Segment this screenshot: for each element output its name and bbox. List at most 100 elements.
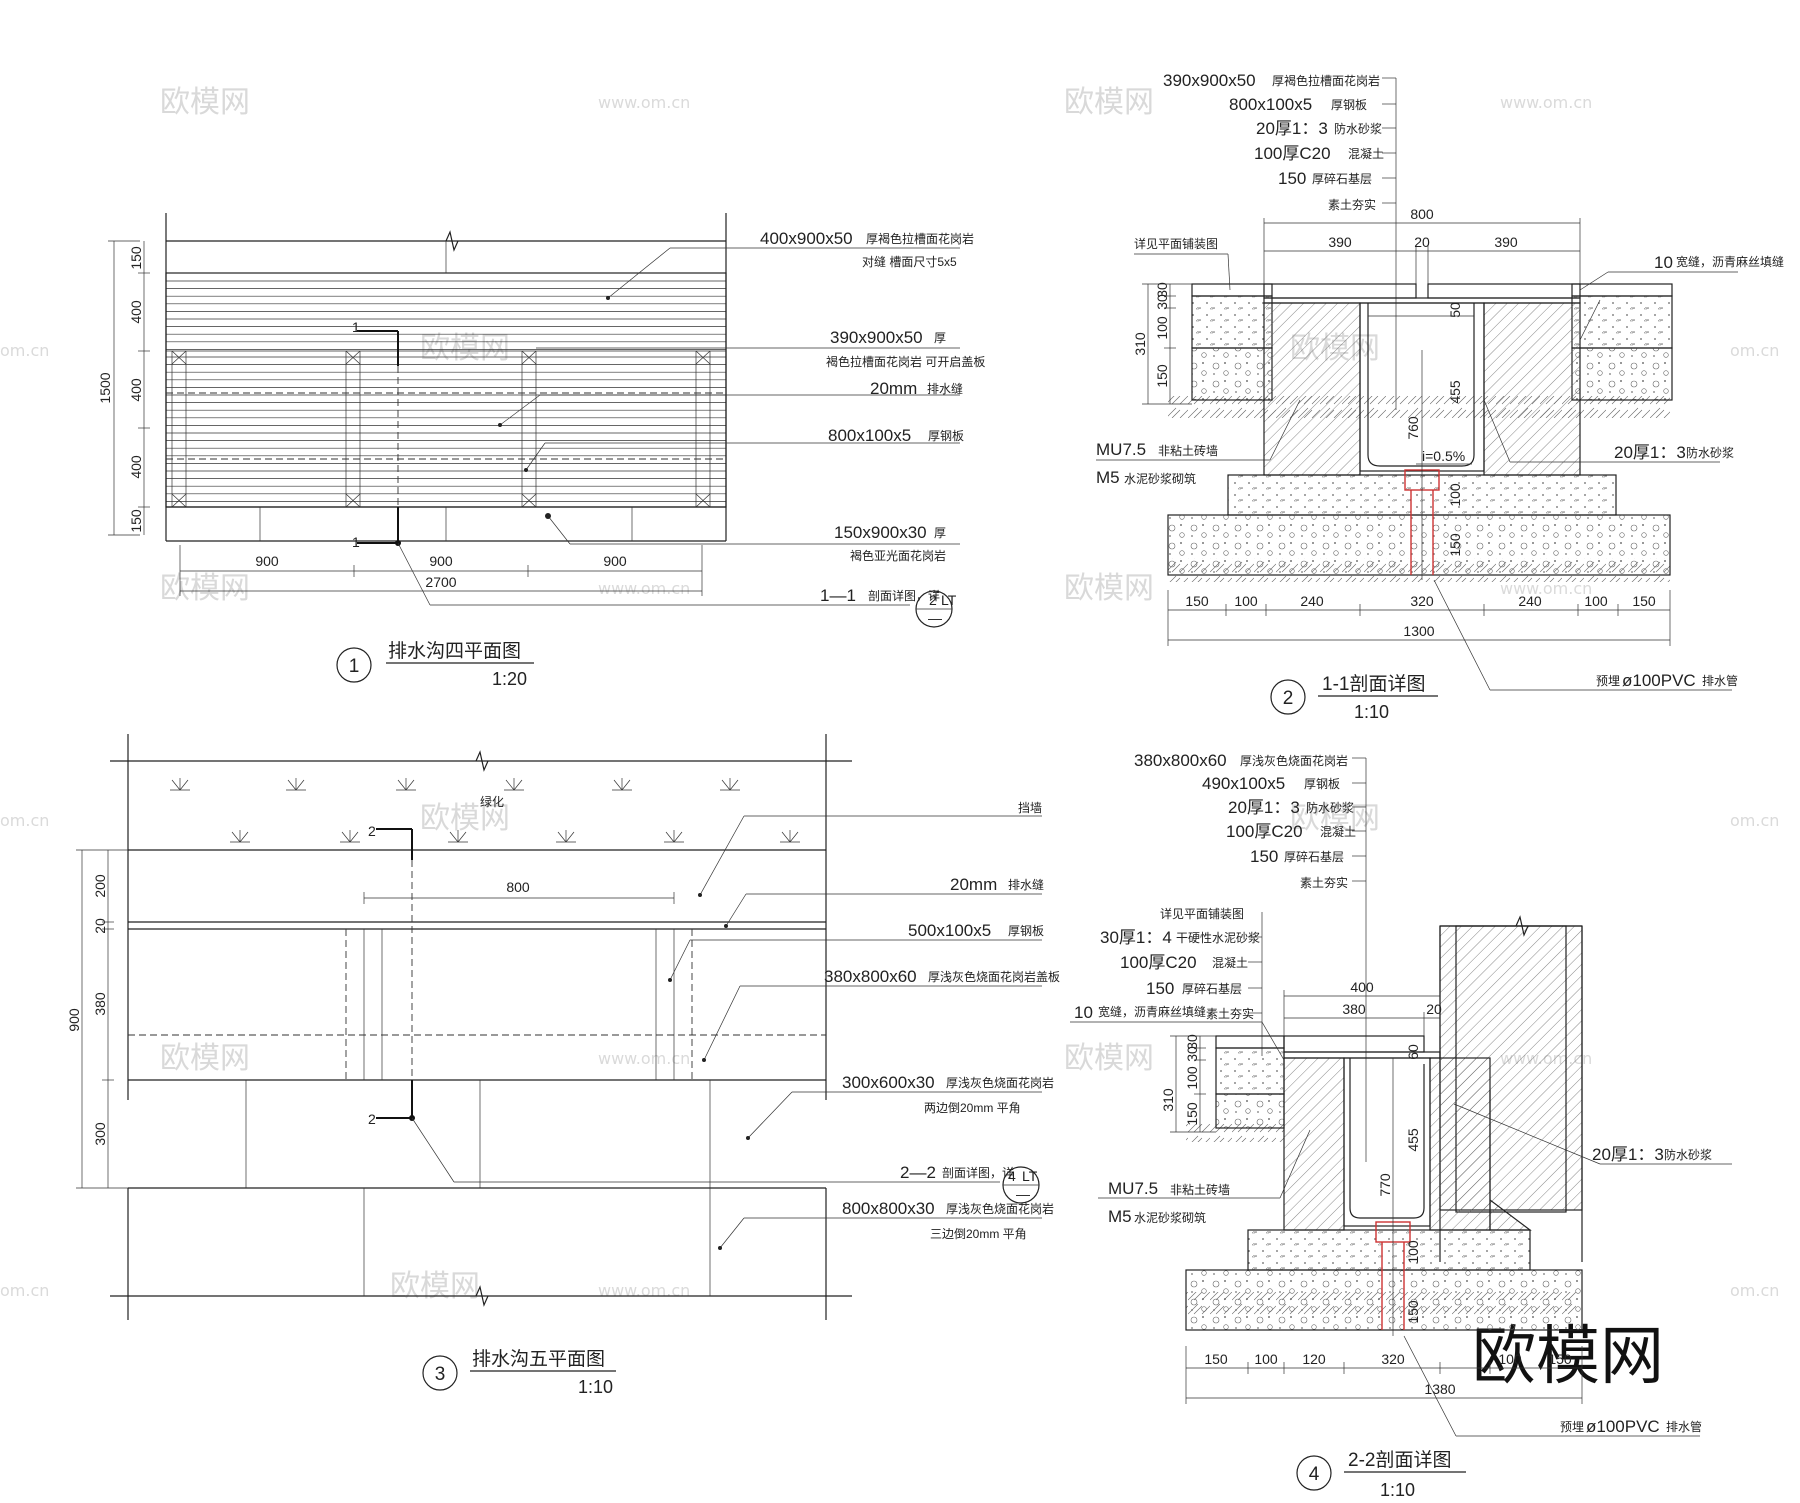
line-segment: [565, 831, 575, 843]
watermark-url: www.om.cn: [598, 1049, 690, 1068]
hdim: 900: [603, 553, 627, 569]
layer-main: 150: [1250, 847, 1278, 866]
granite-grooves: [166, 280, 726, 502]
watermark-url: www.om.cn: [1500, 579, 1592, 598]
steel-plates: [171, 350, 711, 508]
vdim: 380: [92, 992, 108, 1016]
line-segment: [179, 779, 189, 791]
layer-small: 防水砂浆: [1334, 121, 1382, 136]
view-scale: 1:10: [578, 1377, 613, 1397]
bottom-dim: 100: [1254, 1351, 1278, 1367]
bottom-dim: 150: [1204, 1351, 1228, 1367]
joint-main: 10: [1654, 253, 1673, 272]
cut-mark-label: 2: [368, 1111, 376, 1127]
layer-main: 100厚C20: [1254, 144, 1331, 163]
line-segment: [673, 831, 683, 843]
layer-small: 厚碎石基层: [1312, 171, 1372, 186]
bottom-total: 1380: [1424, 1381, 1455, 1397]
layer-main: 20厚1：3: [1228, 798, 1300, 817]
inner-dim: 760: [1405, 416, 1421, 440]
callout-small: 排水缝: [927, 381, 963, 396]
inner-dim: 455: [1405, 1128, 1421, 1152]
line-segment: [721, 779, 731, 791]
layer-small: 厚褐色拉槽面花岗岩: [1272, 73, 1380, 88]
layer-small: 干硬性水泥砂浆: [1176, 930, 1260, 945]
hdim-total: 2700: [425, 574, 456, 590]
top-dim: 380: [1342, 1001, 1366, 1017]
view-number: 2: [1283, 688, 1294, 709]
layer-small: 厚浅灰色烧面花岗岩: [1240, 753, 1348, 768]
watermark-brand: 欧模网: [420, 331, 510, 366]
callout-main: 400x900x50: [760, 229, 853, 248]
watermark-brand: 欧模网: [160, 1041, 250, 1076]
hdim: 900: [429, 553, 453, 569]
layer-main: 800x100x5: [1229, 95, 1312, 114]
view-title: 排水沟五平面图: [472, 1348, 605, 1370]
watermark-brand: 欧模网: [1064, 1041, 1154, 1076]
line-segment: [171, 779, 181, 791]
section-2: 390x900x50 厚褐色拉槽面花岗岩 800x100x5 厚钢板 20厚1：…: [1096, 71, 1784, 722]
layer-main: 20厚1：3: [1256, 119, 1328, 138]
section-ref-main: 2—2: [900, 1163, 936, 1182]
watermark-url: www.om.cn: [598, 579, 690, 598]
line-segment: [695, 350, 711, 365]
top-total: 400: [1350, 979, 1374, 995]
line-segment: [505, 779, 515, 791]
line-segment: [231, 831, 241, 843]
bottom-dim: 100: [1498, 1351, 1522, 1367]
vdim: 200: [92, 874, 108, 898]
callout-small: 厚: [934, 331, 946, 345]
layer-main: 380x800x60: [1134, 751, 1227, 770]
layer-small: 详见平面铺装图: [1160, 906, 1244, 921]
top-dim: 390: [1494, 234, 1518, 250]
view-number: 1: [349, 656, 360, 677]
bottom-dim: 150: [1632, 593, 1656, 609]
view-number: 3: [435, 1364, 446, 1385]
vdim: 400: [128, 455, 144, 479]
callout-small: 厚褐色拉槽面花岗岩: [866, 231, 974, 246]
cut-mark-label: 1: [352, 534, 360, 550]
watermark-brand: 欧模网: [1064, 571, 1154, 606]
mortar-main: 20厚1：3: [1614, 443, 1686, 462]
callout-sub: 两边倒20mm 平角: [924, 1101, 1021, 1115]
line-segment: [449, 831, 459, 843]
mortar-small: 防水砂浆: [1686, 445, 1734, 460]
bottom-dim-ticks: [1247, 1362, 1491, 1374]
callout-small: 挡墙: [1018, 801, 1042, 815]
callout-small: 厚钢板: [1008, 924, 1044, 938]
section-ref-small: 剖面详图，详: [942, 1165, 1014, 1180]
view-scale: 1:10: [1354, 702, 1389, 722]
left-note: 详见平面铺装图: [1134, 236, 1218, 251]
line-segment: [287, 779, 297, 791]
grass-symbols: [170, 778, 800, 843]
line-segment: [457, 831, 467, 843]
wall-small: 非粘土砖墙: [1158, 443, 1218, 458]
view-number-circle: [1296, 1455, 1332, 1491]
line-segment: [513, 779, 523, 791]
bottom-dim: 320: [1381, 1351, 1405, 1367]
view-scale: 1:20: [492, 669, 527, 689]
watermark-url-partial: om.cn: [1730, 811, 1779, 830]
watermark-url: www.om.cn: [598, 1281, 690, 1300]
callout-small: 厚: [934, 526, 946, 540]
left-dim: 30: [1154, 282, 1170, 298]
vdim: 400: [128, 300, 144, 324]
line-segment: [405, 779, 415, 791]
watermark-brand: 欧模网: [160, 571, 250, 606]
watermark-brand: 欧模网: [1064, 85, 1154, 120]
left-dim: 30: [1184, 1046, 1200, 1062]
layer-main: 150: [1146, 979, 1174, 998]
callout-main: 20mm: [950, 875, 997, 894]
line-segment: [557, 831, 567, 843]
watermark-url-partial: om.cn: [0, 1281, 49, 1300]
line-segment: [789, 831, 799, 843]
watermark-url-partial: om.cn: [1730, 341, 1779, 360]
line-segment: [665, 831, 675, 843]
pipe-main: ø100PVC: [1622, 671, 1696, 690]
layer-main: 100厚C20: [1120, 953, 1197, 972]
layer-small: 混凝土: [1348, 146, 1384, 161]
left-dim: 100: [1154, 316, 1170, 340]
wall-main: MU7.5: [1096, 440, 1146, 459]
inner-dim: 770: [1377, 1173, 1393, 1197]
watermark-brand: 欧模网: [390, 1269, 480, 1304]
